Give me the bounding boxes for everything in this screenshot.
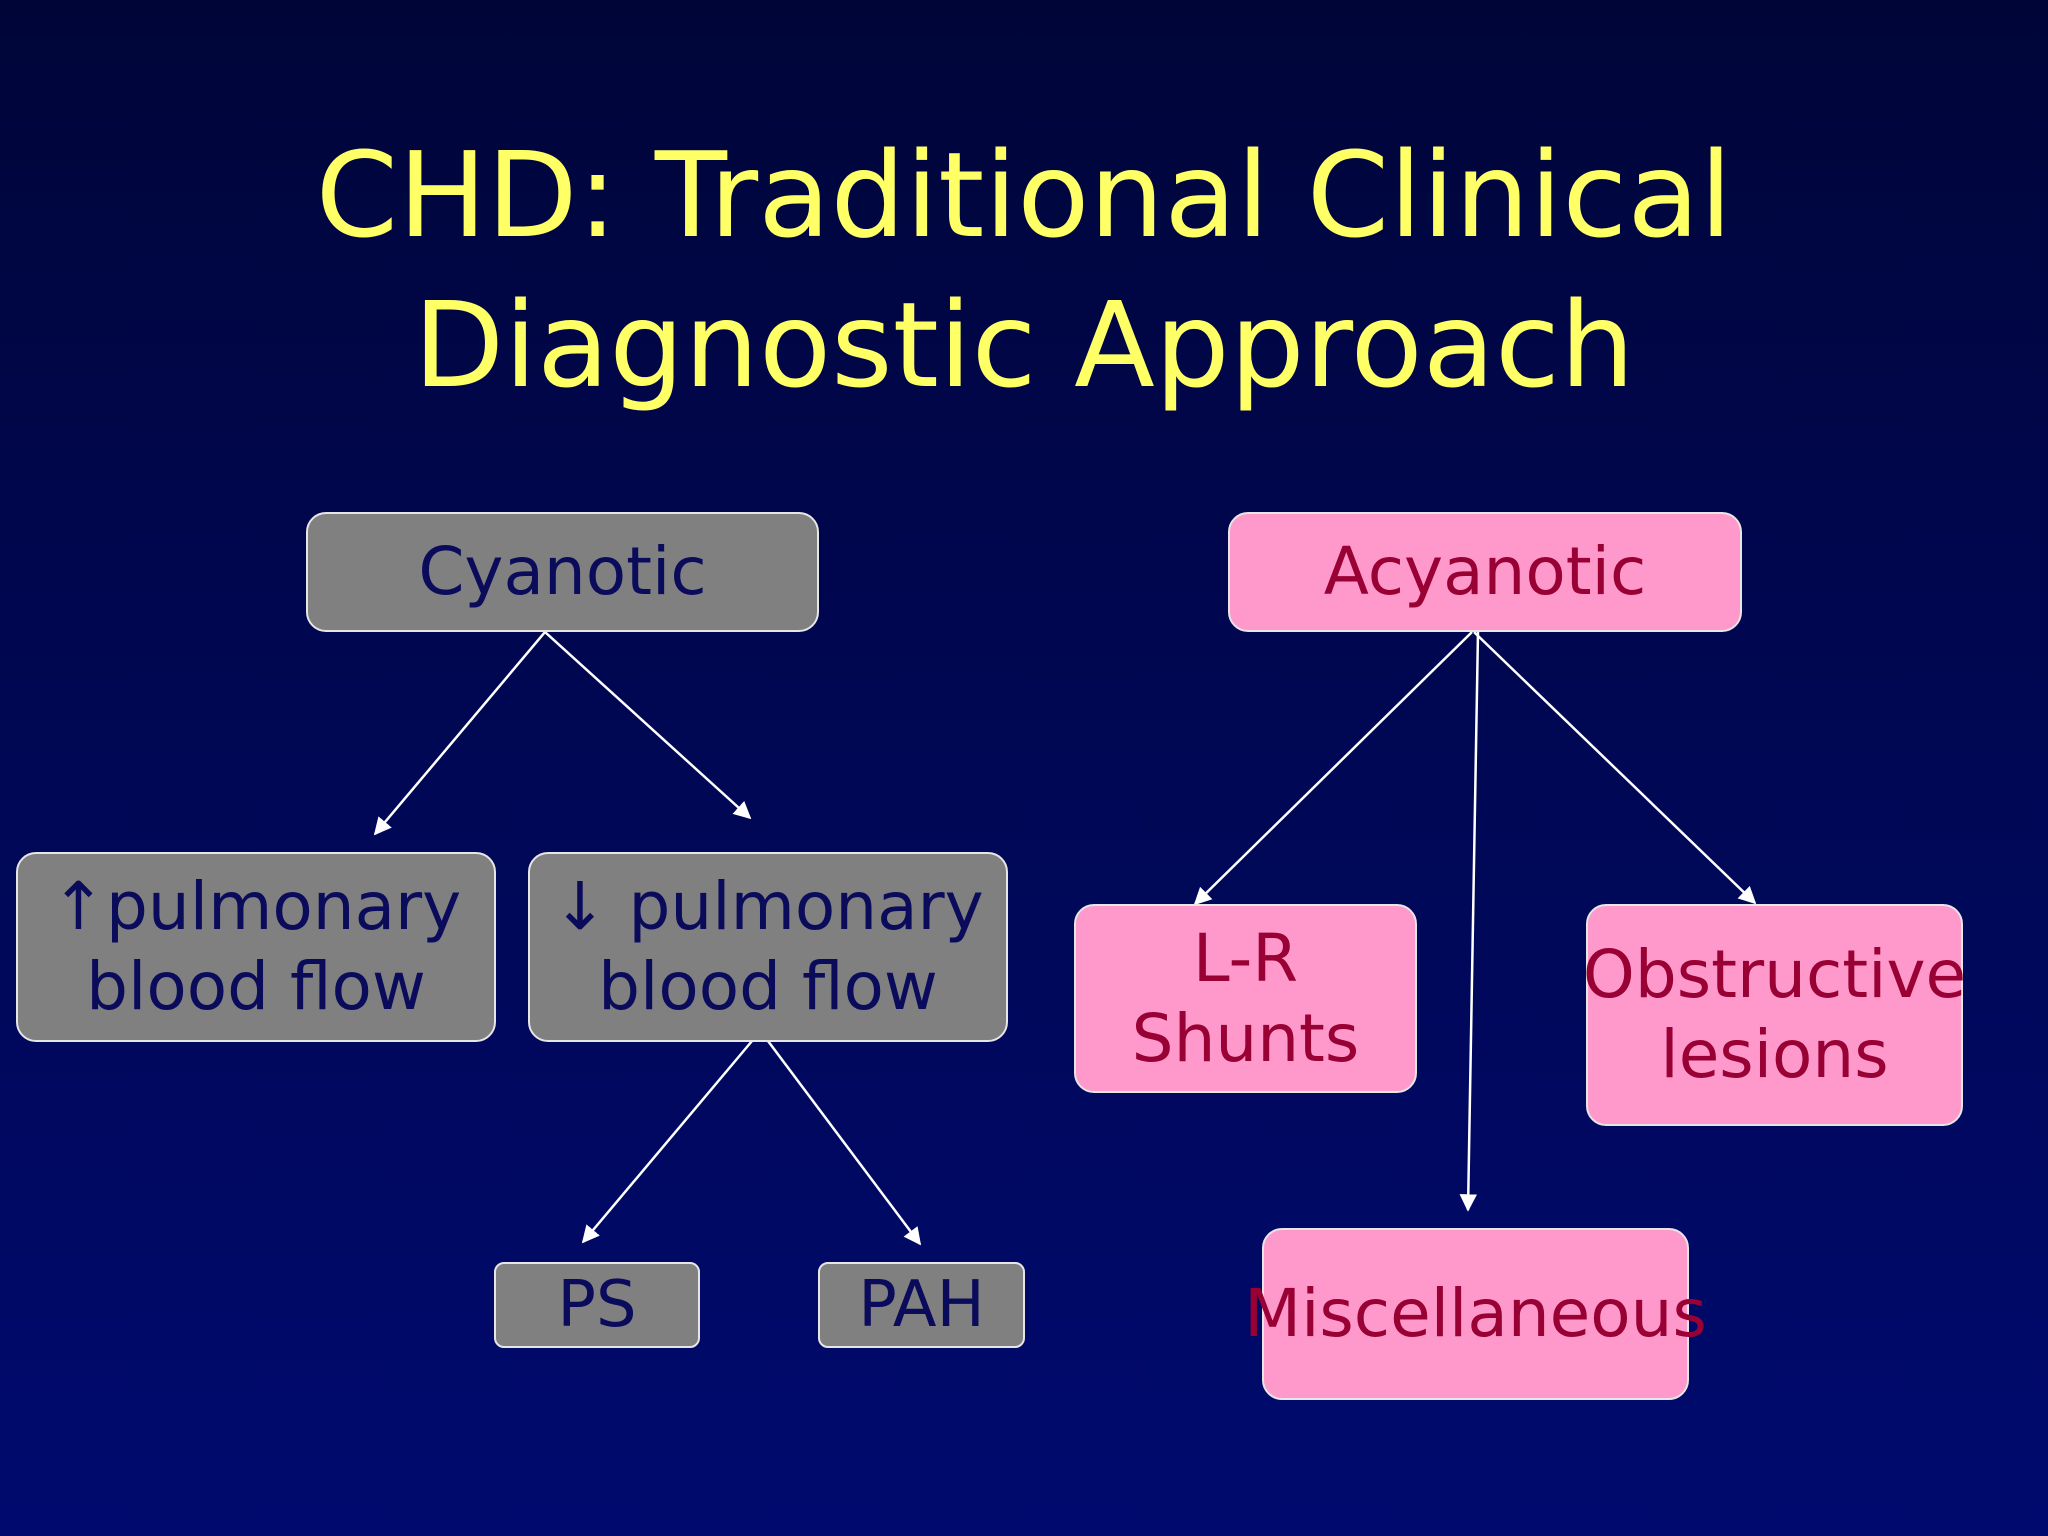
miscellaneous-box: Miscellaneous <box>1244 1228 1707 1400</box>
arrow-acyanotic-to-obstructive <box>1473 631 1757 905</box>
arrow-cyanotic-to-decreased-flow <box>544 631 752 820</box>
title-line-1: CHD: Traditional Clinical <box>315 126 1733 264</box>
obstructive-lesions-box: Obstructive lesions <box>1582 904 1967 1126</box>
pah-box: PAH <box>818 1262 1025 1348</box>
decreased-pulmonary-flow-box: ↓ pulmonary blood flow <box>528 852 1008 1042</box>
lr-shunts-label: L-R Shunts <box>1131 919 1360 1077</box>
decreased-pulmonary-flow-label: ↓ pulmonary blood flow <box>552 868 984 1025</box>
ps-box: PS <box>494 1262 700 1348</box>
arrow-decreased-flow-to-ps <box>581 1040 753 1244</box>
arrow-acyanotic-to-misc <box>1459 631 1480 1212</box>
slide-title: CHD: Traditional Clinical Diagnostic App… <box>0 120 2048 420</box>
acyanotic-box: Acyanotic <box>1228 512 1742 632</box>
increased-pulmonary-flow-box: ↑pulmonary blood flow <box>16 852 496 1042</box>
lr-shunts-box: L-R Shunts <box>1074 904 1417 1093</box>
arrow-cyanotic-to-increased-flow <box>373 631 546 836</box>
arrow-acyanotic-to-lr-shunts <box>1193 631 1473 906</box>
pah-label: PAH <box>858 1268 985 1342</box>
cyanotic-box: Cyanotic <box>306 512 819 632</box>
title-line-2: Diagnostic Approach <box>413 276 1635 414</box>
ps-label: PS <box>557 1268 637 1342</box>
arrow-decreased-flow-to-pah <box>766 1040 922 1246</box>
acyanotic-label: Acyanotic <box>1323 533 1647 610</box>
miscellaneous-label: Miscellaneous <box>1244 1275 1707 1352</box>
increased-pulmonary-flow-label: ↑pulmonary blood flow <box>50 868 462 1025</box>
obstructive-lesions-label: Obstructive lesions <box>1582 936 1967 1093</box>
cyanotic-label: Cyanotic <box>418 533 707 610</box>
